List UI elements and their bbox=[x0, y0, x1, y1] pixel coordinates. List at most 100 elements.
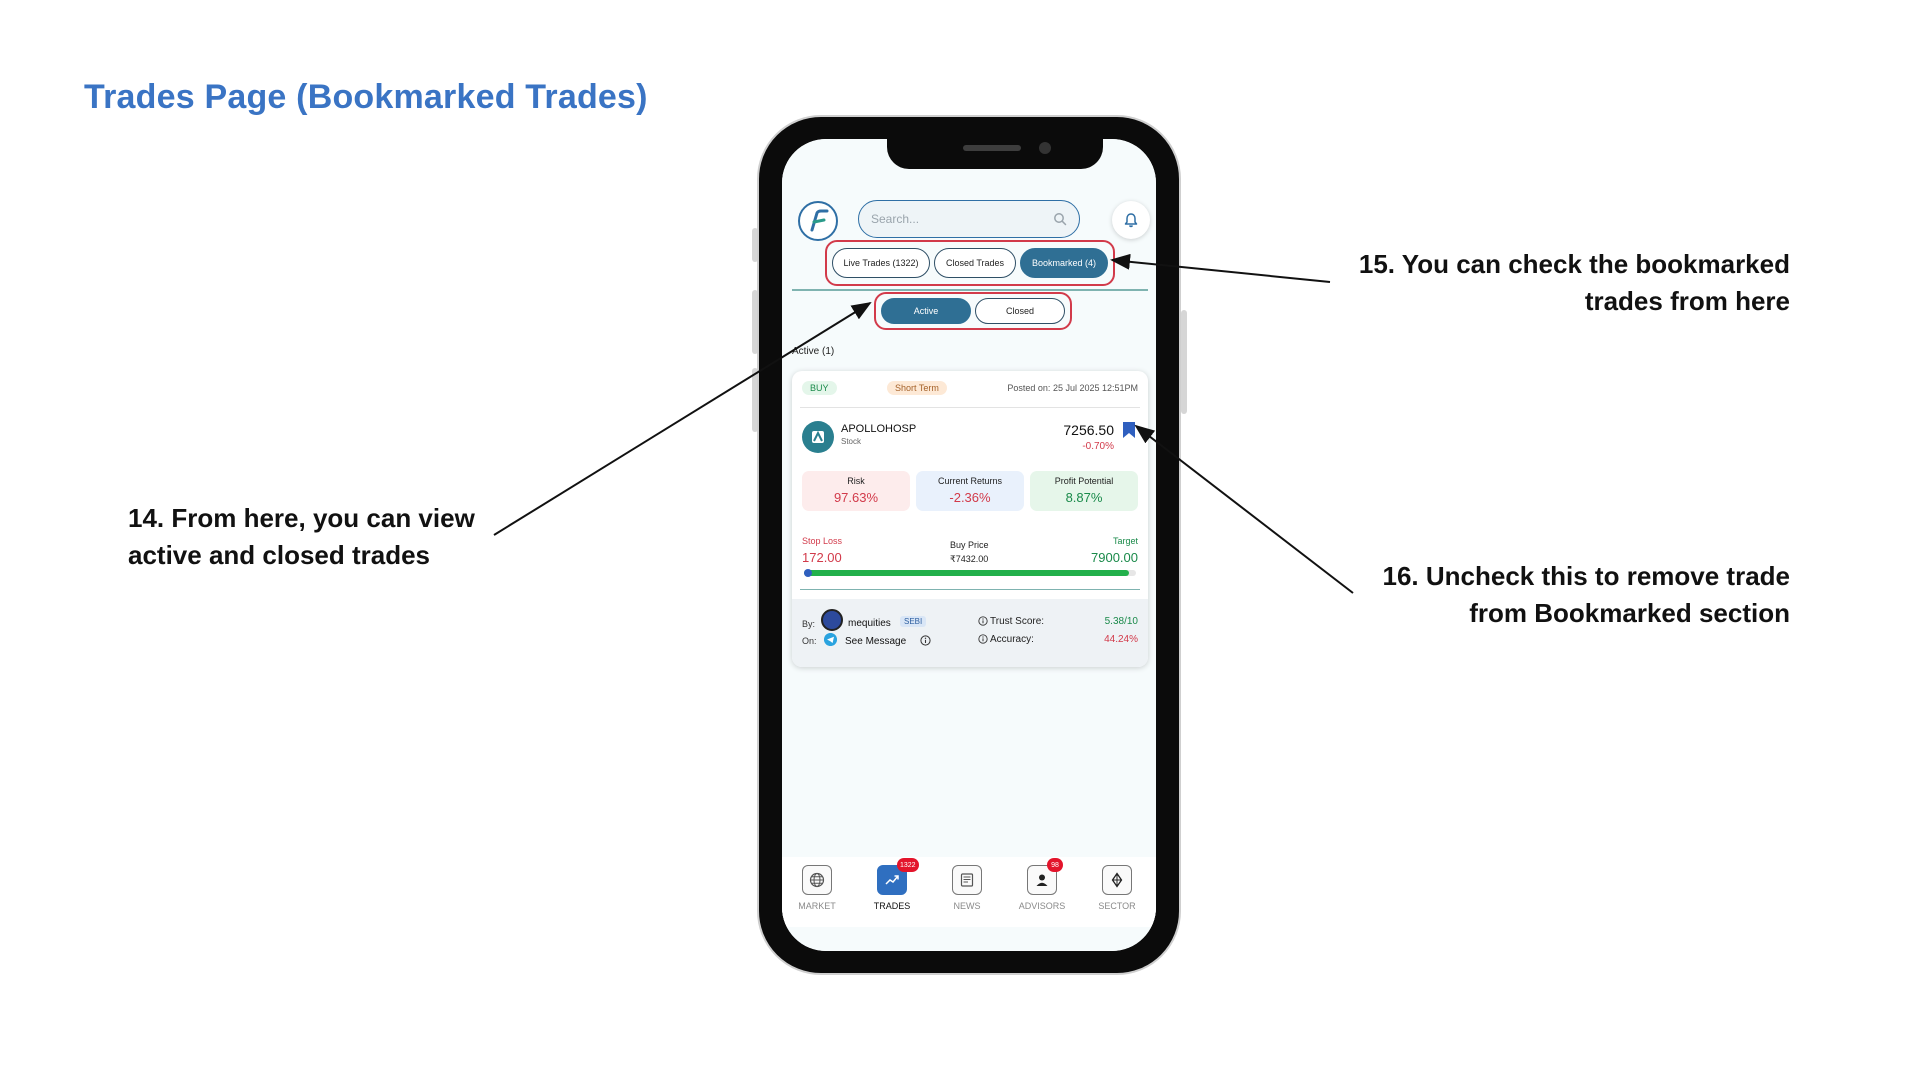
trade-side-badge: BUY bbox=[802, 381, 837, 395]
tab-live-trades[interactable]: Live Trades (1322) bbox=[832, 248, 930, 278]
target-label: Target bbox=[1112, 536, 1138, 546]
stock-price: 7256.50 bbox=[1063, 422, 1114, 438]
callout-14-line-2: active and closed trades bbox=[128, 540, 431, 570]
callout-16-line-2: from Bookmarked section bbox=[1469, 598, 1790, 628]
posted-date: Posted on: 25 Jul 2025 12:51PM bbox=[1007, 383, 1138, 393]
subtab-active[interactable]: Active bbox=[881, 298, 971, 324]
callout-14-line-1: 14. From here, you can view bbox=[128, 503, 475, 533]
callout-14: 14. From here, you can view active and c… bbox=[128, 500, 528, 574]
buy-price-label: Buy Price bbox=[950, 540, 989, 550]
see-message-link[interactable]: See Message bbox=[845, 636, 907, 647]
bottom-nav: MARKET 1322 TRADES bbox=[782, 857, 1156, 927]
stock-logo bbox=[802, 421, 834, 453]
nav-news-icon-box bbox=[952, 865, 982, 895]
callout-15-line-1: 15. You can check the bookmarked bbox=[1358, 249, 1790, 279]
search-input[interactable]: Search... bbox=[871, 212, 920, 226]
user-icon bbox=[1036, 874, 1048, 886]
nav-advisors-icon-box bbox=[1027, 865, 1057, 895]
profit-potential-value: 8.87% bbox=[1065, 490, 1103, 505]
tab-bookmarked[interactable]: Bookmarked (4) bbox=[1020, 248, 1108, 278]
trust-score-value: 5.38/10 bbox=[1104, 616, 1138, 627]
target-value: 7900.00 bbox=[1091, 550, 1138, 565]
profit-potential-label: Profit Potential bbox=[1054, 476, 1114, 486]
risk-value: 97.63% bbox=[833, 490, 879, 505]
status-subtabs: Active Closed bbox=[874, 292, 1072, 330]
price-progress-fill bbox=[804, 570, 1130, 576]
buy-price-value: ₹7432.00 bbox=[950, 554, 989, 564]
trades-count-badge: 1322 bbox=[897, 858, 919, 872]
by-label: By: bbox=[802, 619, 816, 629]
accuracy-label: Accuracy: bbox=[990, 634, 1034, 645]
stock-type: Stock bbox=[841, 437, 862, 446]
card-divider bbox=[800, 407, 1140, 408]
trend-up-icon bbox=[885, 875, 899, 885]
subtab-closed[interactable]: Closed bbox=[975, 298, 1065, 324]
callout-16-line-1: 16. Uncheck this to remove trade bbox=[1382, 561, 1790, 591]
trust-info-icon bbox=[978, 616, 988, 626]
bookmark-icon[interactable] bbox=[1122, 421, 1136, 439]
stock-symbol: APOLLOHOSP bbox=[841, 423, 917, 435]
phone-speaker bbox=[963, 145, 1021, 151]
search-box[interactable]: Search... bbox=[858, 200, 1080, 238]
advisor-footer: By: mequities SEBI On: See Message bbox=[792, 599, 1148, 667]
advisor-name[interactable]: mequities bbox=[848, 618, 891, 629]
trade-card[interactable]: BUY Short Term Posted on: 25 Jul 2025 12… bbox=[792, 371, 1148, 667]
stop-loss-value: 172.00 bbox=[802, 550, 842, 565]
nav-advisors[interactable]: 98 ADVISORS bbox=[1012, 858, 1072, 911]
accuracy-info-icon bbox=[978, 634, 988, 644]
page-title: Trades Page (Bookmarked Trades) bbox=[84, 78, 648, 116]
risk-metric: Risk 97.63% bbox=[802, 471, 910, 511]
trade-term-badge: Short Term bbox=[887, 381, 947, 395]
trust-score-label: Trust Score: bbox=[990, 616, 1045, 627]
info-icon[interactable] bbox=[920, 635, 931, 646]
nav-sector[interactable]: SECTOR bbox=[1087, 865, 1147, 911]
app-logo[interactable] bbox=[798, 201, 838, 241]
profit-potential-metric: Profit Potential 8.87% bbox=[1030, 471, 1138, 511]
trades-app: Search... Live Trades (1322) Closed Trad… bbox=[782, 139, 1156, 951]
nav-sector-icon-box bbox=[1102, 865, 1132, 895]
nav-news[interactable]: NEWS bbox=[937, 865, 997, 911]
phone-mute-switch bbox=[752, 228, 758, 262]
phone-screen: Search... Live Trades (1322) Closed Trad… bbox=[782, 139, 1156, 951]
current-returns-metric: Current Returns -2.36% bbox=[916, 471, 1024, 511]
phone-notch bbox=[887, 139, 1103, 169]
bell-icon bbox=[1124, 213, 1138, 228]
sebi-badge: SEBI bbox=[900, 616, 927, 627]
nav-advisors-label: ADVISORS bbox=[1018, 901, 1066, 911]
phone-camera bbox=[1039, 142, 1051, 154]
trade-tabs: Live Trades (1322) Closed Trades Bookmar… bbox=[825, 240, 1115, 286]
nav-market-icon-box bbox=[802, 865, 832, 895]
stop-loss-label: Stop Loss bbox=[802, 536, 843, 546]
accuracy-value: 44.24% bbox=[1104, 634, 1138, 645]
price-progress-track bbox=[804, 569, 1136, 577]
price-progress-marker bbox=[804, 569, 812, 577]
nav-market-label: MARKET bbox=[798, 901, 836, 911]
card-footer-divider bbox=[800, 589, 1140, 590]
nav-news-label: NEWS bbox=[953, 901, 981, 911]
current-returns-value: -2.36% bbox=[949, 490, 991, 505]
tabs-divider bbox=[792, 289, 1148, 291]
advisors-count-badge: 98 bbox=[1047, 858, 1063, 872]
callout-15-line-2: trades from here bbox=[1584, 286, 1790, 316]
risk-label: Risk bbox=[847, 476, 865, 486]
callout-16: 16. Uncheck this to remove trade from Bo… bbox=[1270, 558, 1790, 632]
phone-power-button bbox=[1181, 310, 1187, 414]
callout-15: 15. You can check the bookmarked trades … bbox=[1270, 246, 1790, 320]
sector-icon bbox=[1111, 872, 1123, 888]
globe-icon bbox=[809, 872, 825, 888]
nav-trades[interactable]: 1322 TRADES bbox=[862, 858, 922, 911]
stock-change: -0.70% bbox=[1082, 441, 1114, 452]
tab-closed-trades[interactable]: Closed Trades bbox=[934, 248, 1016, 278]
telegram-icon bbox=[824, 633, 837, 646]
notifications-button[interactable] bbox=[1112, 201, 1150, 239]
stock-logo-icon bbox=[812, 430, 824, 443]
search-icon[interactable] bbox=[1053, 212, 1067, 226]
nav-trades-label: TRADES bbox=[873, 901, 911, 911]
newspaper-icon bbox=[960, 873, 974, 887]
on-label: On: bbox=[802, 636, 817, 646]
advisor-avatar[interactable] bbox=[821, 609, 843, 631]
phone-frame: Search... Live Trades (1322) Closed Trad… bbox=[757, 115, 1181, 975]
nav-market[interactable]: MARKET bbox=[787, 865, 847, 911]
app-logo-icon bbox=[810, 209, 829, 232]
nav-sector-label: SECTOR bbox=[1098, 901, 1136, 911]
